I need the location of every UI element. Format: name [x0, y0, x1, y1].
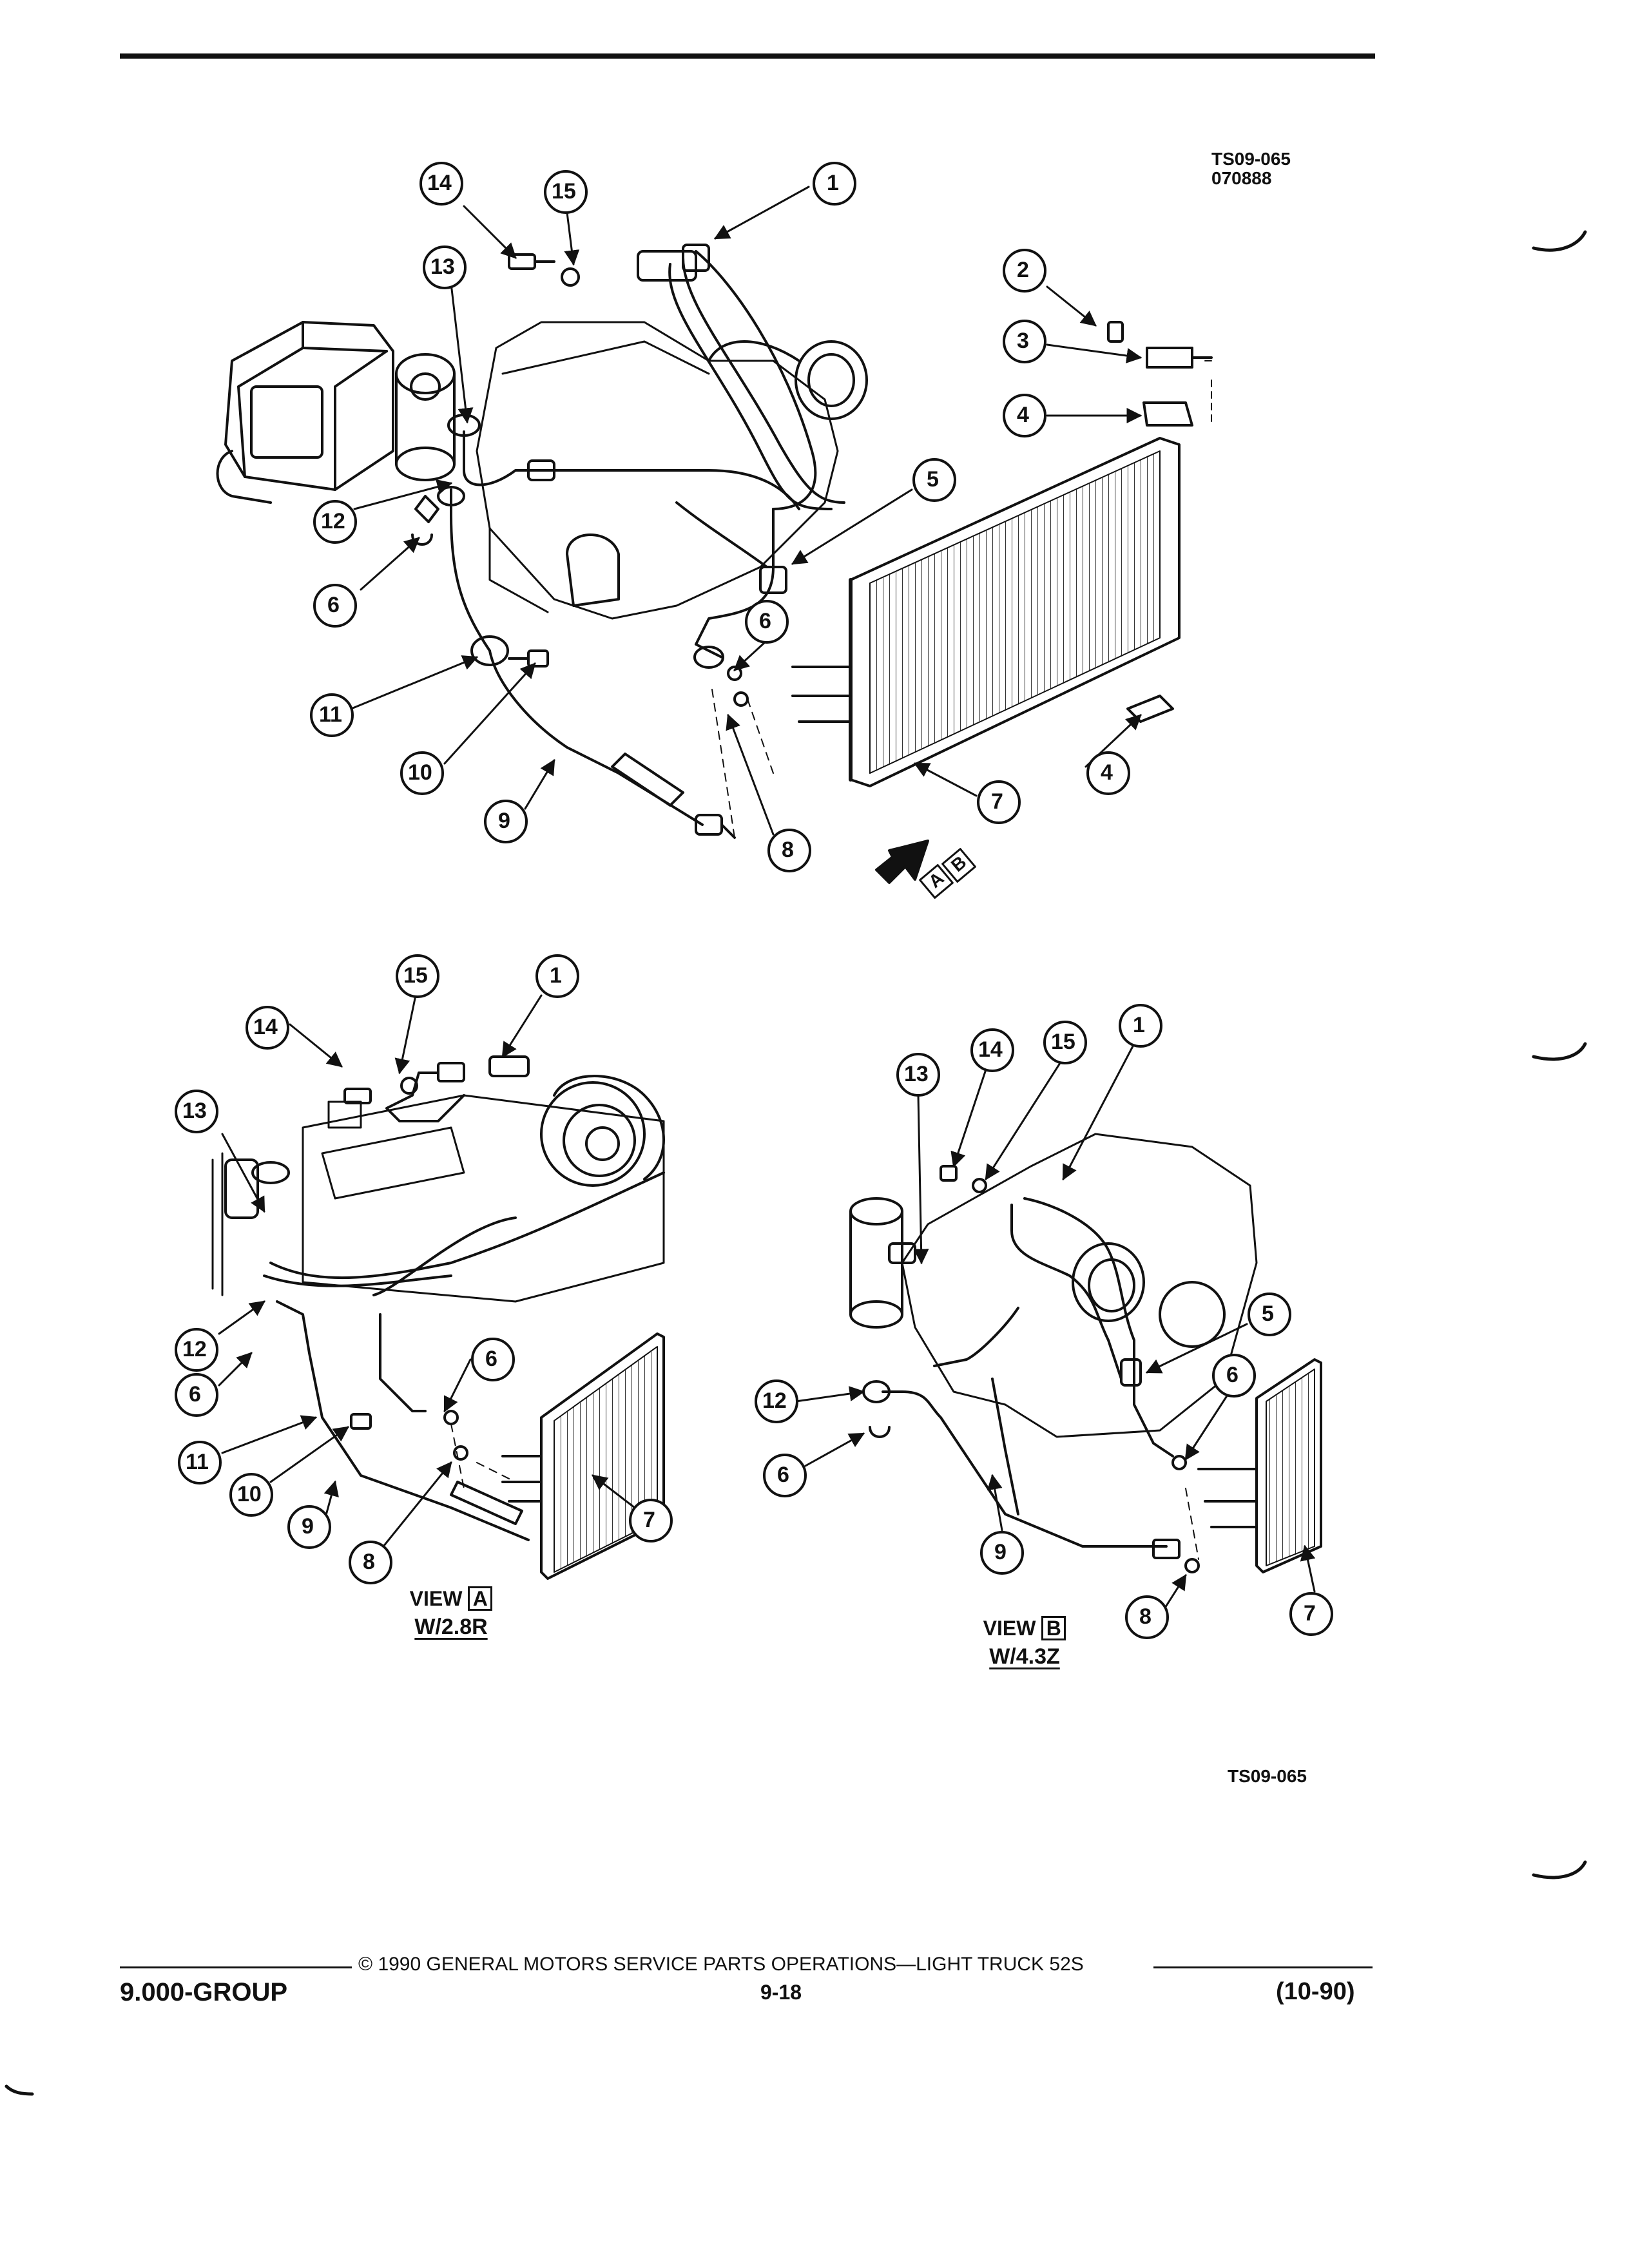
callout-label: 6	[1226, 1363, 1239, 1387]
callout-label: 6	[485, 1347, 497, 1371]
callout-label: 6	[777, 1463, 789, 1487]
view-b-art	[795, 1043, 1322, 1612]
callout-label: 8	[1139, 1604, 1152, 1629]
callout-label: 9	[994, 1540, 1007, 1564]
edge-marks	[5, 230, 1587, 2096]
callout-label: 8	[363, 1550, 375, 1574]
main-view	[216, 186, 1213, 899]
main-view-arrow	[875, 840, 976, 899]
footer-rule-right	[1153, 1966, 1373, 1968]
callout-label: 11	[319, 702, 342, 727]
callout-label: 6	[327, 593, 340, 617]
callout-label: 13	[904, 1062, 929, 1086]
callout-label: 9	[302, 1514, 314, 1539]
callout-label: 6	[189, 1382, 201, 1407]
view-a-word: VIEW	[409, 1587, 463, 1610]
main-condenser-7	[791, 437, 1181, 787]
main-hose-12-13	[437, 414, 800, 652]
callout-label: 14	[253, 1015, 278, 1039]
callout-label: 13	[182, 1099, 207, 1123]
footer-page-number: 9-18	[760, 1981, 802, 2004]
callout-label: 7	[1304, 1601, 1316, 1626]
callout-label: 7	[643, 1508, 655, 1532]
footer-copyright: © 1990 GENERAL MOTORS SERVICE PARTS OPER…	[358, 1954, 1084, 1975]
view-b-callout-circles	[755, 1004, 1333, 1639]
view-a-letter: A	[468, 1586, 493, 1611]
callout-label: 4	[1101, 760, 1113, 785]
view-b-title: VIEW B	[970, 1616, 1079, 1640]
main-liquid-line-9	[470, 635, 736, 839]
main-engine-block	[216, 321, 456, 504]
main-leaders	[350, 186, 1142, 836]
view-a-title: VIEW A	[396, 1586, 506, 1611]
callout-label: 15	[1051, 1030, 1075, 1054]
figure-code-line-2: 070888	[1211, 168, 1272, 188]
callout-label: 1	[827, 171, 839, 195]
callout-label: 2	[1017, 258, 1029, 282]
callout-label: 10	[408, 760, 432, 785]
callout-label: 7	[991, 789, 1003, 814]
callout-label: 5	[927, 467, 939, 492]
callout-label: 3	[1017, 329, 1029, 353]
footer-group: 9.000-GROUP	[120, 1978, 288, 2006]
callout-label: 15	[552, 179, 576, 204]
main-hose-5	[693, 508, 787, 669]
main-dashed-guides	[711, 689, 774, 838]
figure-code-line-1: TS09-065	[1211, 149, 1291, 169]
callout-label: 5	[1262, 1302, 1274, 1326]
callout-label: 14	[427, 171, 452, 195]
top-rule	[120, 53, 1375, 59]
callout-label: 14	[978, 1037, 1003, 1062]
view-a-art	[211, 994, 665, 1580]
callout-label: 6	[759, 609, 771, 633]
view-b-word: VIEW	[983, 1617, 1036, 1640]
view-a-callout-circles	[175, 954, 673, 1584]
callout-label: 1	[1133, 1013, 1145, 1037]
callout-label: 9	[498, 809, 510, 833]
callout-label: 15	[403, 963, 428, 988]
footer-date: (10-90)	[1276, 1978, 1355, 2005]
footer-rule-left	[120, 1966, 352, 1968]
callout-label: 12	[182, 1337, 207, 1361]
callout-label: 8	[782, 838, 794, 862]
main-callout-circles	[310, 162, 1130, 872]
callout-label: 11	[186, 1450, 209, 1474]
view-b-caption: VIEW B W/4.3Z	[970, 1616, 1079, 1669]
callout-label: 4	[1017, 403, 1029, 427]
callout-label: 12	[321, 509, 345, 533]
view-b-letter: B	[1041, 1616, 1066, 1640]
view-b-engine: W/4.3Z	[989, 1644, 1060, 1669]
callout-label: 12	[762, 1389, 787, 1413]
callout-label: 13	[430, 255, 455, 279]
figure-code-header: TS09-065 070888	[1211, 149, 1291, 188]
callout-label: 1	[550, 963, 562, 988]
main-hose-1	[637, 244, 845, 510]
view-a-caption: VIEW A W/2.8R	[396, 1586, 506, 1640]
view-a-engine: W/2.8R	[414, 1615, 488, 1639]
figure-code-bottom: TS09-065	[1228, 1766, 1307, 1786]
main-engine-outline	[476, 321, 868, 620]
callout-label: 10	[237, 1482, 262, 1506]
